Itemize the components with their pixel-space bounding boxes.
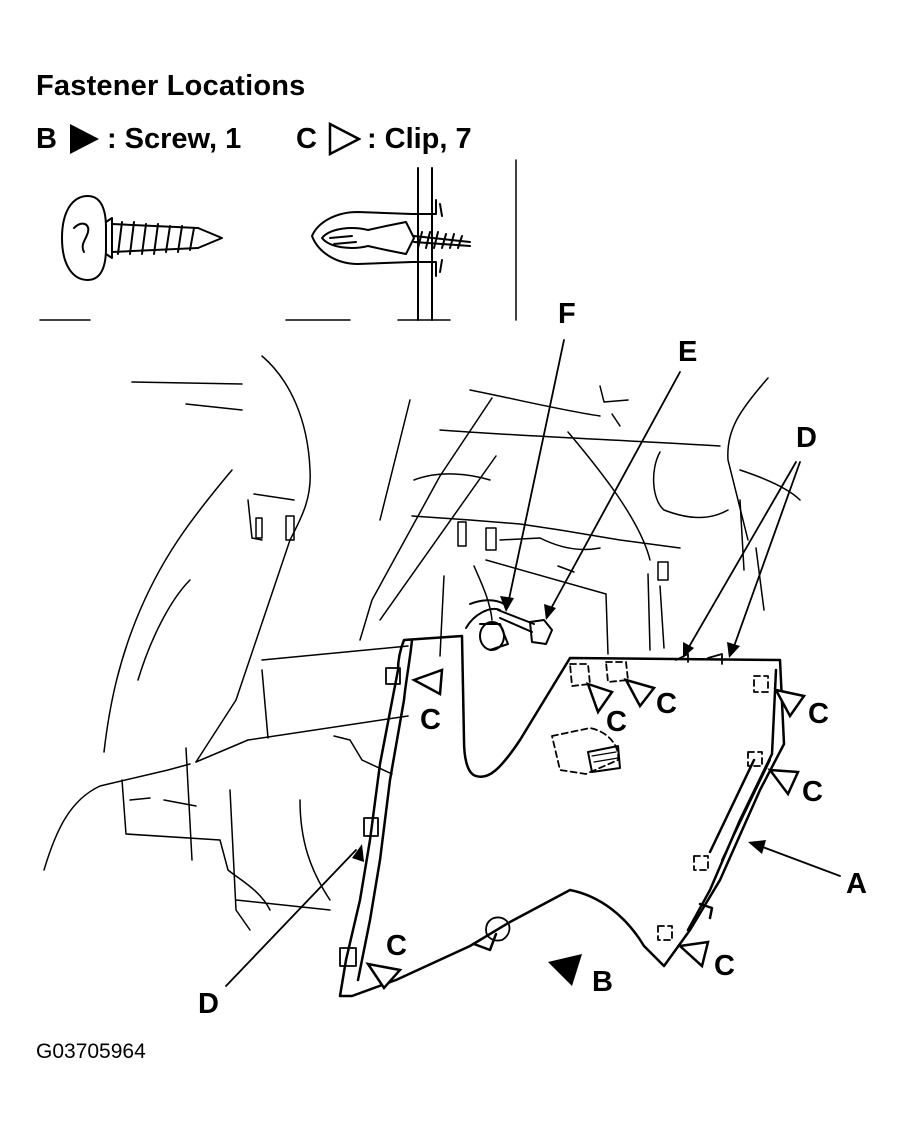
clip-marker-1 [410,668,444,697]
connector-f [465,599,509,651]
connector-e [497,609,553,645]
callout-a: A [846,868,867,900]
callout-c-1: C [420,704,441,736]
callout-d-left: D [198,988,219,1020]
screw-marker [548,954,582,986]
callout-c-2: C [606,706,627,738]
outline-triangle-icon [327,122,361,156]
legend-screw: B : Screw, 1 [36,122,241,156]
legend-screw-separator: : [106,122,117,155]
legend-clip-text: Clip, 7 [384,122,472,155]
callout-c-4: C [808,698,829,730]
callout-d-right: D [796,422,817,454]
legend-screw-text: Screw, 1 [124,122,242,155]
clip-marker-7 [365,962,403,991]
callout-e: E [678,336,698,368]
legend-clip-letter: C [296,122,317,155]
clip-marker-4 [773,688,807,719]
arrowheads [352,596,766,862]
callout-c-5: C [802,776,823,808]
callout-f: F [558,298,576,330]
callout-b: B [592,966,613,998]
clip-marker-3 [623,677,657,709]
callout-c-7: C [386,930,407,962]
panel-clip-tab [587,745,621,773]
filled-triangle-icon [67,122,101,156]
clip-illustration [311,167,471,321]
legend-clip: C : Clip, 7 [296,122,472,156]
figure-id: G03705964 [36,1040,146,1063]
page-title: Fastener Locations [36,70,306,102]
legend-clip-separator: : [366,122,377,155]
clip-marker-6 [677,940,710,969]
panel-a [338,634,786,998]
callout-c-6: C [714,950,735,982]
screw-illustration [61,195,223,281]
clip-marker-2 [585,682,614,715]
legend-screw-letter: B [36,122,57,155]
callout-c-3: C [656,688,677,720]
clip-marker-5 [767,768,800,797]
legend-dividers [39,159,517,321]
leader-lines [225,339,841,987]
background-structure [43,355,801,931]
